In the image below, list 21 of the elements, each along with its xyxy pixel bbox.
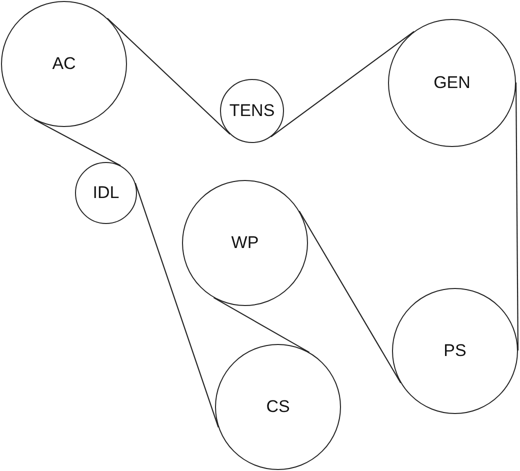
- pulley-circle: [388, 19, 516, 147]
- belt-line: [270, 31, 414, 138]
- pulley-label: IDL: [92, 184, 120, 202]
- pulley-label: GEN: [434, 74, 470, 92]
- belt-line: [298, 210, 402, 384]
- pulley-circle: [392, 288, 518, 414]
- pulley-circle: [182, 180, 308, 306]
- pulley-label: AC: [52, 54, 76, 74]
- pulley-circle: [75, 162, 137, 224]
- belt-line: [106, 18, 230, 135]
- pulley-circle: [215, 344, 341, 470]
- pulley-label: CS: [266, 398, 290, 416]
- pulley-label: WP: [231, 234, 259, 252]
- belt-line: [213, 297, 310, 353]
- pulley-circle: [220, 79, 284, 143]
- pulley-label: TENS: [229, 102, 275, 120]
- belt-line: [34, 119, 121, 166]
- pulley-label: PS: [444, 342, 466, 360]
- belt-line: [134, 182, 219, 428]
- belt-line: [515, 82, 519, 351]
- pulley-circle: [1, 1, 127, 127]
